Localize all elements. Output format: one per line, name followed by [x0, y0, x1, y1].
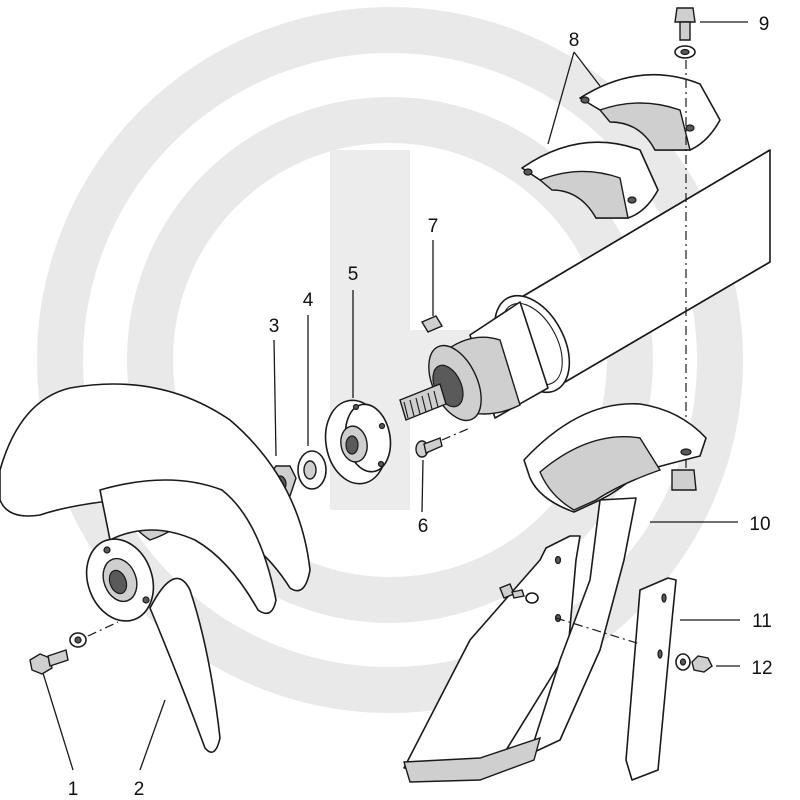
part-4-washer: [297, 450, 327, 490]
callout-11: 11: [752, 611, 772, 632]
callout-1: 1: [68, 779, 79, 800]
callout-6: 6: [418, 516, 429, 537]
callout-labels: 1 2 3 4 5 6 7 8 9 10 11 12: [68, 14, 773, 800]
callout-2: 2: [134, 779, 145, 800]
auger-tube: [399, 149, 771, 422]
callout-12: 12: [751, 658, 772, 679]
part-12-washer-nut: [675, 653, 713, 673]
part-11-wear-plate: [555, 577, 677, 781]
part-5-flange: [324, 399, 392, 485]
callout-10: 10: [749, 514, 770, 535]
part-9-bolt: [674, 7, 696, 470]
callout-3: 3: [269, 316, 280, 337]
bracket-bolt: [499, 583, 539, 604]
part-2-auger-flight: [0, 383, 311, 754]
part-1-bolt: [29, 621, 119, 675]
callout-8: 8: [569, 30, 580, 51]
callout-7: 7: [428, 216, 439, 237]
part-6-bolt: [415, 427, 471, 458]
callout-9: 9: [759, 14, 770, 35]
callout-5: 5: [348, 264, 359, 285]
part-8-clamp-halves: [521, 73, 721, 219]
part-7-key: [420, 315, 444, 333]
leader-lines: [42, 21, 748, 771]
watermark-logo: [37, 7, 743, 713]
callout-4: 4: [303, 290, 314, 311]
